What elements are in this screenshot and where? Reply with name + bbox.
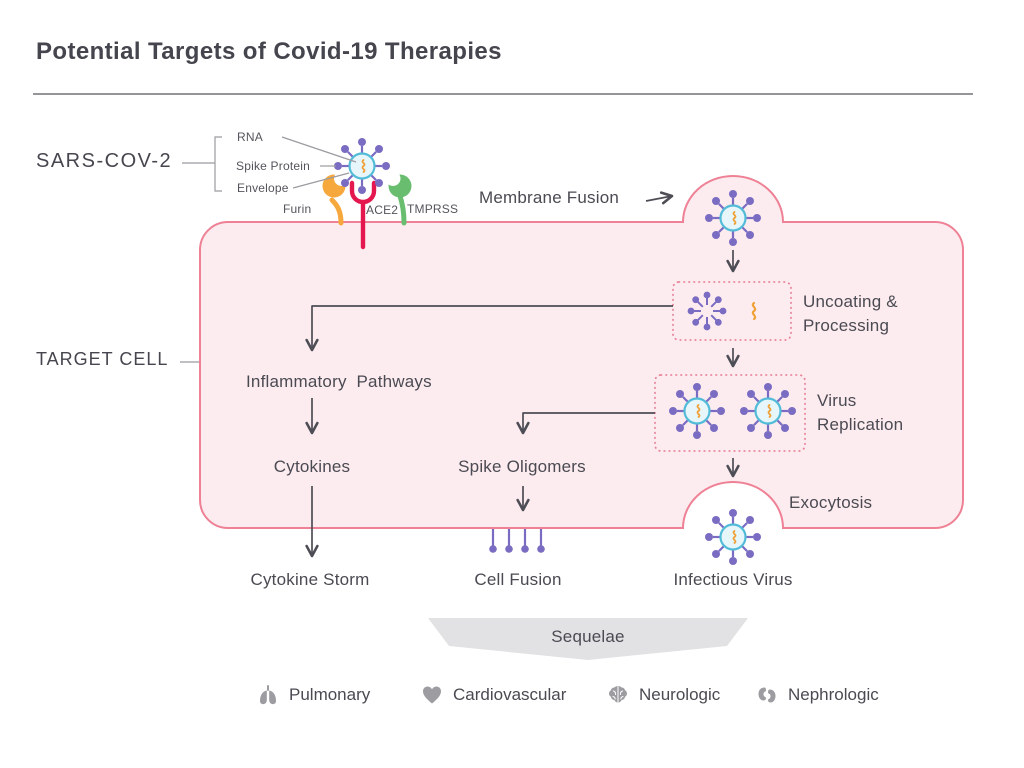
lungs-icon	[260, 685, 276, 705]
kidneys-icon	[758, 687, 776, 703]
virus-icon-fused	[703, 188, 763, 248]
label-connectors	[180, 136, 357, 363]
nephrologic-label: Nephrologic	[788, 685, 879, 704]
sequelae-banner	[428, 618, 748, 660]
heart-icon	[423, 686, 441, 704]
sequelae-label: Sequelae	[551, 627, 625, 646]
replication-label: Virus Replication	[817, 391, 904, 434]
sars-cov-2-label: SARS-COV-2	[36, 150, 173, 172]
system-cardiovascular: Cardiovascular	[420, 683, 566, 707]
spike-oligomer-pins	[489, 529, 545, 553]
cytokine-storm-label: Cytokine Storm	[250, 570, 370, 589]
flow-arrows	[305, 191, 740, 558]
membrane-fusion-arrow	[645, 191, 674, 205]
free-rna-icon	[751, 301, 757, 321]
tmprss-label: TMPRSS	[407, 202, 459, 216]
target-cell-membrane	[199, 175, 964, 529]
virus-icon-replicated-2	[738, 381, 798, 441]
spike-protein-label: Spike Protein	[236, 159, 310, 173]
target-cell-label: TARGET CELL	[36, 349, 169, 369]
neurologic-label: Neurologic	[639, 685, 721, 704]
envelope-label: Envelope	[237, 181, 289, 195]
pulmonary-label: Pulmonary	[289, 685, 371, 704]
inflammatory-pathways-label: Inflammatory Pathways	[246, 372, 432, 391]
virus-icon-entry	[332, 136, 392, 196]
exocytosis-label: Exocytosis	[789, 493, 873, 512]
infectious-virus-label: Infectious Virus	[673, 570, 793, 589]
page-title: Potential Targets of Covid-19 Therapies	[36, 38, 502, 65]
furin-label: Furin	[283, 202, 312, 216]
system-nephrologic: Nephrologic	[755, 683, 879, 707]
system-neurologic: Neurologic	[606, 683, 720, 707]
cardiovascular-label: Cardiovascular	[453, 685, 567, 704]
cytokines-label: Cytokines	[273, 457, 351, 476]
system-pulmonary: Pulmonary	[256, 683, 370, 707]
virus-icon-replicated-1	[667, 381, 727, 441]
membrane-fusion-label: Membrane Fusion	[479, 188, 620, 207]
virus-icon-infectious	[703, 507, 763, 567]
brain-icon	[609, 686, 627, 703]
tmprss-receptor	[385, 171, 412, 226]
ace2-label: ACE2	[366, 203, 399, 217]
ace2-receptor	[349, 180, 377, 250]
rna-label: RNA	[237, 130, 263, 144]
uncoating-label: Uncoating & Processing	[803, 292, 898, 335]
spike-oligomers-label: Spike Oligomers	[458, 457, 586, 476]
cell-fusion-label: Cell Fusion	[474, 570, 562, 589]
